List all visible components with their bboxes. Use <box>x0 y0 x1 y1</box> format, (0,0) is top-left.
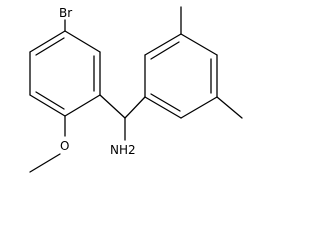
bond <box>180 33 218 56</box>
oxygen-label: O <box>60 139 69 153</box>
bond-ring-center <box>99 94 126 119</box>
amine-label: NH2 <box>110 143 136 157</box>
right-benzene-ring <box>144 33 218 119</box>
double-bond <box>35 91 65 110</box>
bond <box>29 94 66 117</box>
bond <box>64 94 101 117</box>
bond <box>29 30 66 53</box>
bromine-label: Br <box>59 6 72 20</box>
molecule-structure: Br O NH2 <box>29 6 243 173</box>
bond-center-ring <box>124 96 146 119</box>
bond-o-ch3 <box>29 153 61 173</box>
bond <box>180 96 218 119</box>
left-benzene-ring <box>29 30 101 117</box>
bond <box>144 96 182 119</box>
double-bond <box>150 93 181 112</box>
double-bond <box>35 37 65 56</box>
double-bond <box>150 41 180 60</box>
bond <box>144 33 182 56</box>
bond <box>64 30 101 53</box>
methyl-right <box>216 96 243 119</box>
